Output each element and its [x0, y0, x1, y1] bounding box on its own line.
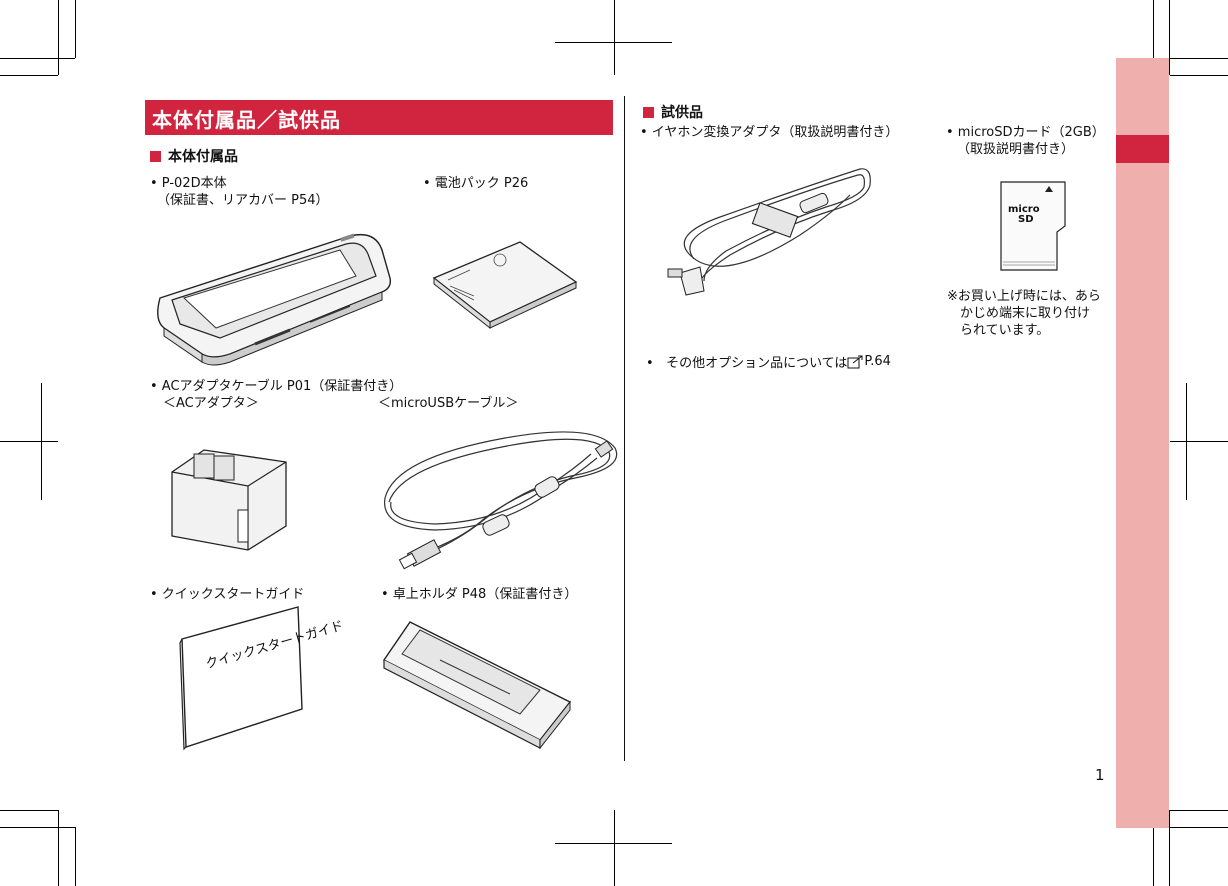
item-body-note: （保証書、リアカバー P54） — [157, 193, 329, 208]
item-quick-guide-label: • クイックスタートガイド — [150, 587, 305, 602]
item-usb-cable-label: ＜microUSBケーブル＞ — [378, 396, 519, 411]
earphone-adapter-illustration — [667, 168, 871, 296]
section-heading-bar — [145, 100, 613, 135]
section-title: 本体付属品／試供品 — [152, 108, 341, 132]
column-divider — [624, 96, 625, 761]
item-body-label: • P-02D本体 — [150, 176, 227, 191]
phone-illustration — [157, 233, 392, 366]
subheading-accessories-label: 本体付属品 — [168, 149, 238, 165]
subheading-accessories: 本体付属品 — [150, 146, 238, 166]
options-reference-page[interactable]: P.64 — [864, 354, 891, 369]
square-bullet-icon — [643, 106, 654, 118]
item-earphone-label: • イヤホン変換アダプタ（取扱説明書付き） — [640, 125, 899, 140]
page-number: 1 — [1095, 766, 1105, 784]
microsd-logo: micro SD — [1008, 205, 1040, 225]
item-microsd-label: • microSDカード（2GB） — [946, 125, 1105, 140]
chapter-tab-marker — [1116, 135, 1169, 163]
quick-guide-illustration — [179, 606, 303, 751]
microsd-logo-bottom: SD — [1018, 214, 1034, 225]
item-holder-label: • 卓上ホルダ P48（保証書付き） — [381, 587, 578, 602]
options-reference: • その他オプション品については P.64 — [646, 352, 891, 371]
chapter-tab-strip — [1116, 58, 1169, 828]
subheading-samples-label: 試供品 — [661, 105, 703, 121]
item-ac-adapter-label: ＜ACアダプタ＞ — [163, 396, 259, 411]
microsd-logo-top: micro — [1008, 204, 1040, 215]
desktop-holder-illustration — [382, 621, 572, 750]
microsd-footnote: ※お買い上げ時には、あら かじめ端末に取り付け られています。 — [947, 289, 1101, 338]
battery-illustration — [432, 241, 578, 330]
subheading-samples: 試供品 — [643, 102, 703, 122]
item-battery-label: • 電池パック P26 — [423, 176, 529, 191]
usb-cable-illustration — [384, 431, 618, 570]
reference-arrow-icon — [847, 355, 863, 368]
item-microsd-note: （取扱説明書付き） — [957, 142, 1075, 157]
ac-adapter-illustration — [171, 449, 287, 551]
microsd-illustration — [1000, 181, 1066, 271]
options-reference-label: • その他オプション品については — [646, 356, 848, 371]
square-bullet-icon — [150, 150, 161, 162]
item-ac-cable-label: • ACアダプタケーブル P01（保証書付き） — [150, 379, 403, 394]
